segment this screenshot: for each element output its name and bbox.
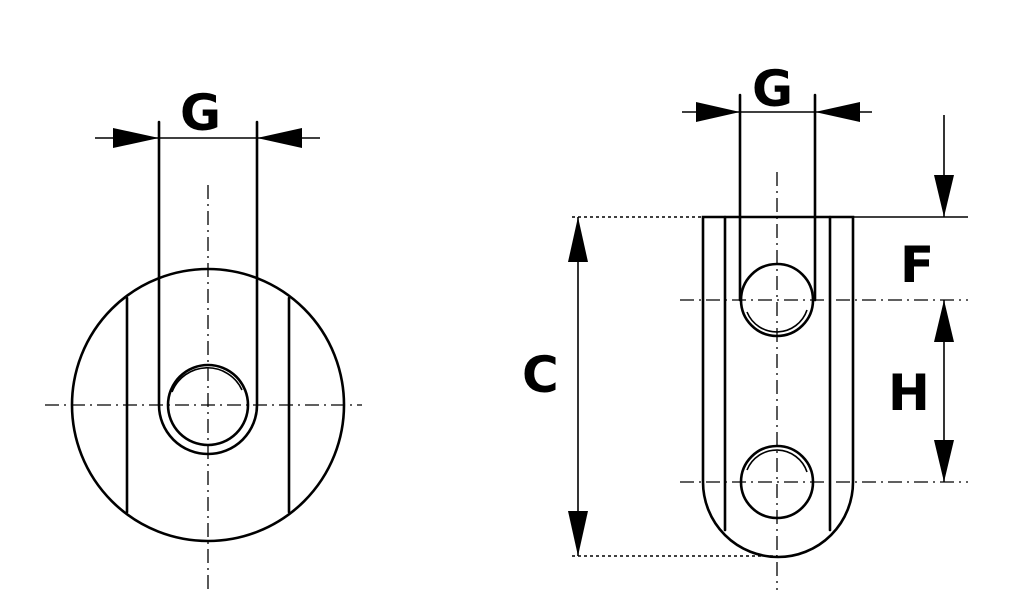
side-view: G C F H xyxy=(522,60,968,590)
h-arrow-top xyxy=(934,300,954,342)
right-g-arrow-left xyxy=(696,102,740,122)
h-label: H xyxy=(888,364,930,422)
side-view-outline xyxy=(701,215,855,559)
left-g-label: G xyxy=(180,84,221,142)
f-arrow-top xyxy=(934,175,954,217)
end-view: G xyxy=(45,84,362,590)
right-g-label: G xyxy=(752,60,793,118)
c-arrow-bottom xyxy=(568,511,588,556)
c-arrow-top xyxy=(568,217,588,262)
left-g-arrow-left xyxy=(113,128,159,148)
end-view-pin-hole-inner xyxy=(171,366,243,393)
side-view-upper-hole-inner xyxy=(746,309,808,333)
left-g-arrow-right xyxy=(257,128,302,148)
c-label: C xyxy=(522,346,559,404)
f-label: F xyxy=(900,236,934,294)
right-g-arrow-right xyxy=(815,102,860,122)
side-view-lower-hole-inner xyxy=(746,449,808,473)
h-arrow-bottom xyxy=(934,440,954,482)
